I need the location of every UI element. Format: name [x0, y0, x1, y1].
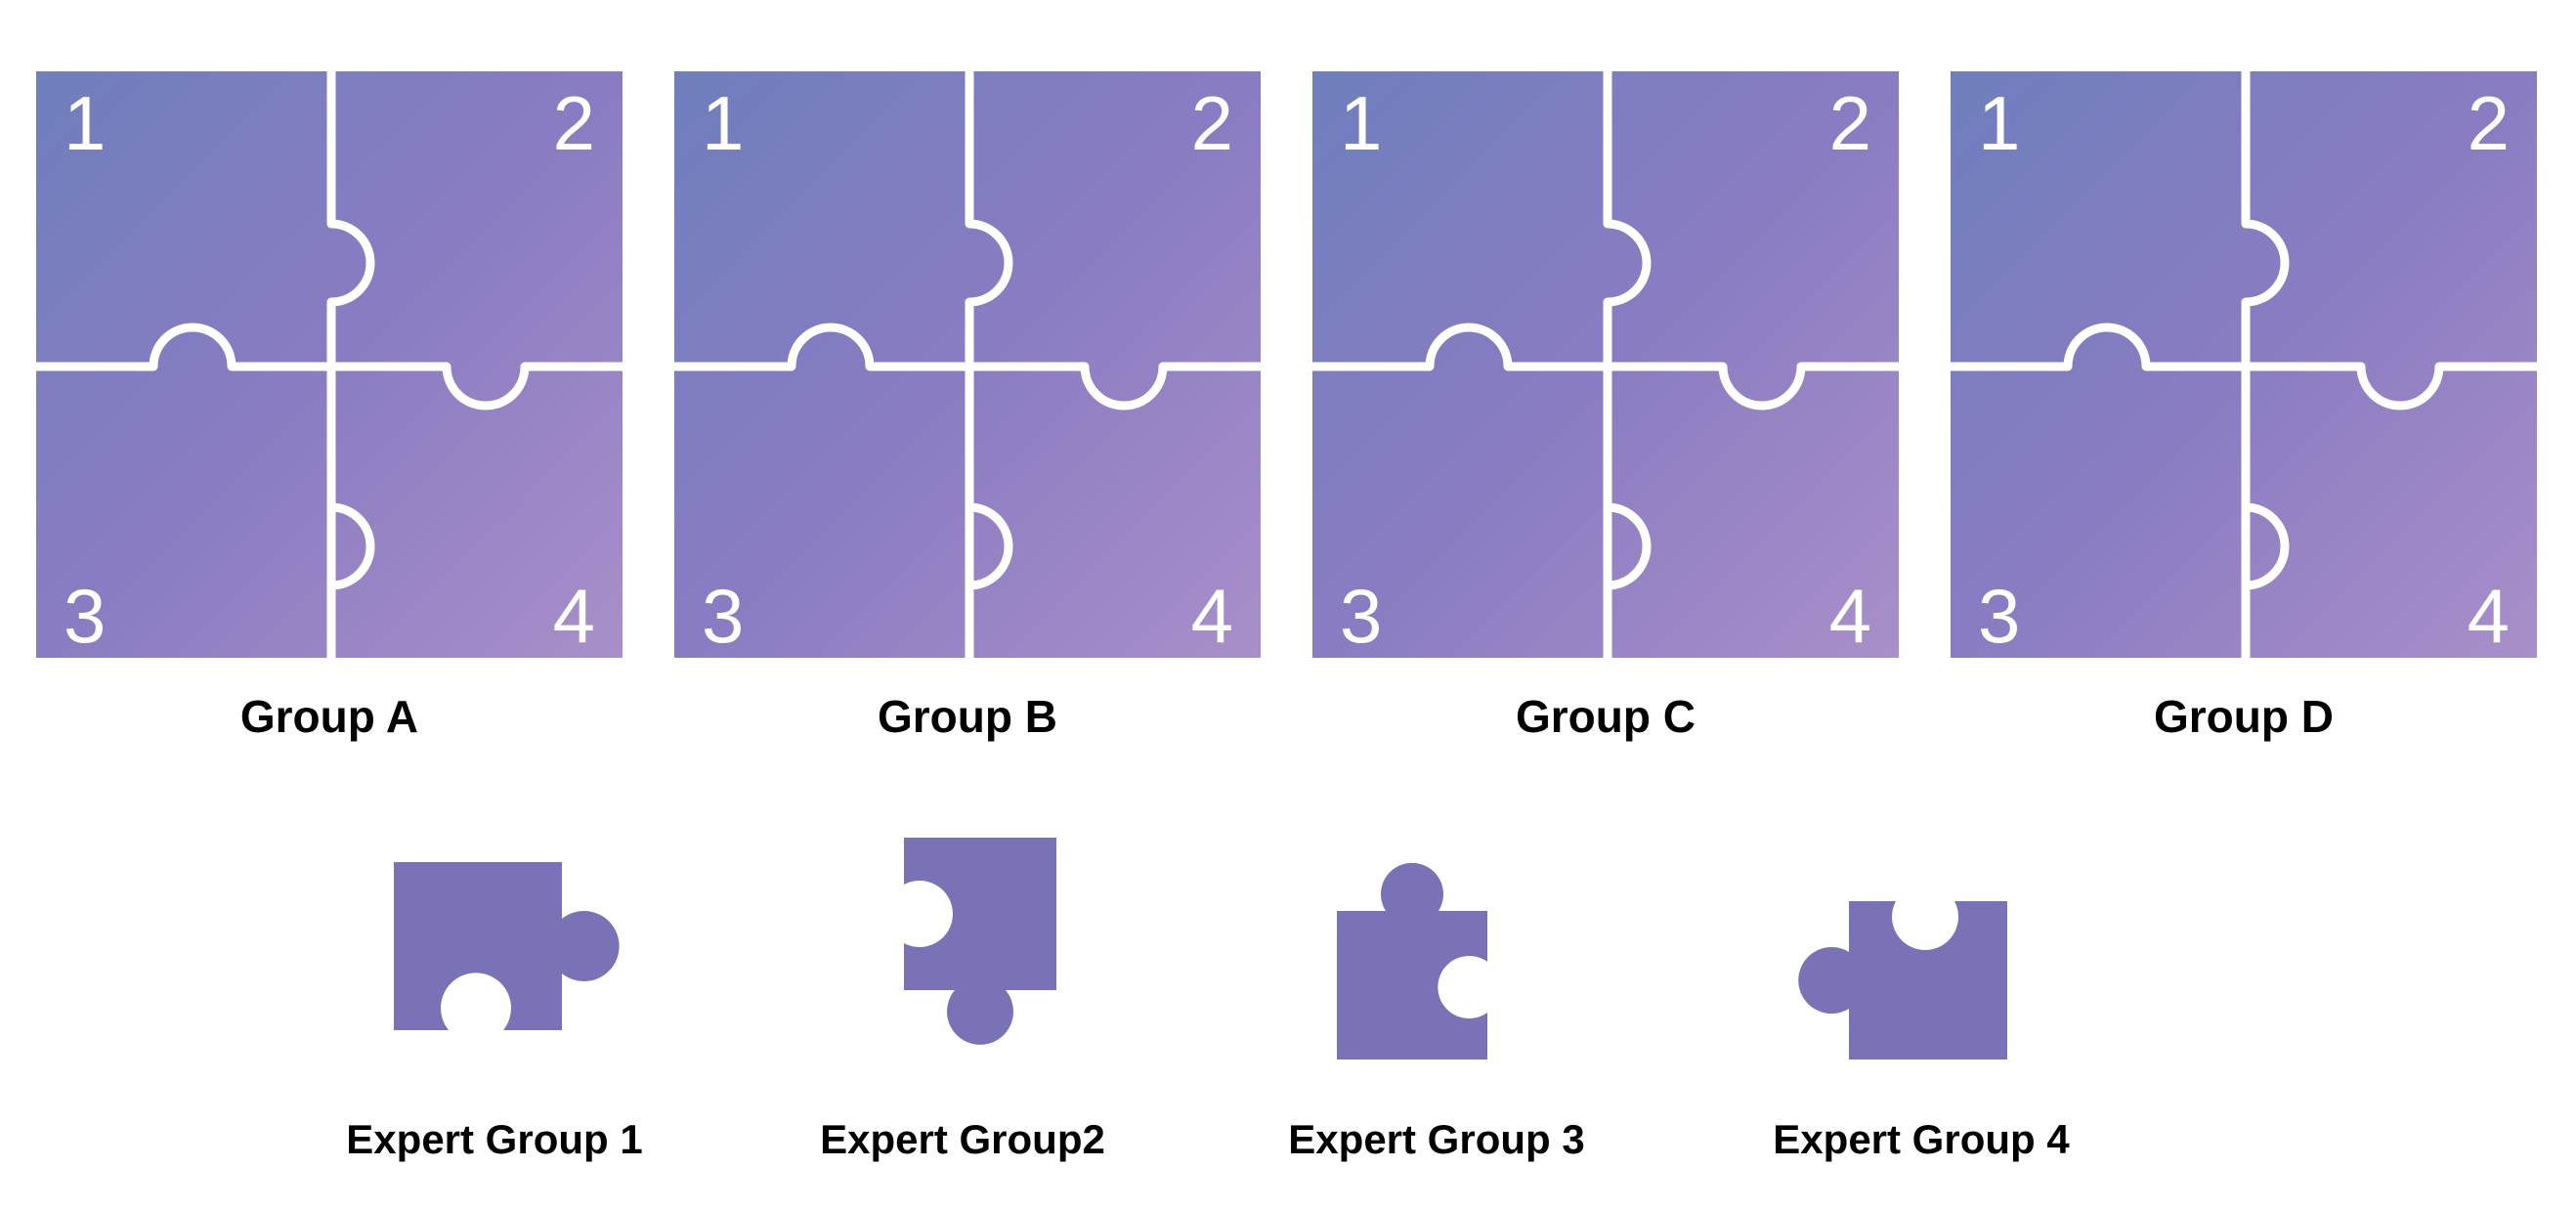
puzzle-piece-bottom-left	[1337, 862, 1487, 1060]
expert-group-1	[394, 862, 620, 1030]
expert-group-label: Expert Group2	[820, 1116, 1105, 1162]
expert-group-label: Expert Group 4	[1773, 1116, 2070, 1162]
expert-group-4	[1798, 901, 2007, 1060]
group-a: 1 2 3 4 Group A	[36, 71, 623, 742]
piece-number-2: 2	[2468, 80, 2510, 166]
group-c: 1 2 3 4 Group C	[1312, 71, 1899, 742]
puzzle-piece-bottom-right	[1798, 901, 2007, 1060]
piece-number-4: 4	[1191, 573, 1233, 659]
piece-number-3: 3	[1340, 573, 1382, 659]
group-label: Group C	[1516, 691, 1696, 742]
expert-group-label: Expert Group 1	[346, 1116, 642, 1162]
piece-number-3: 3	[1978, 573, 2020, 659]
puzzle-seams	[1312, 71, 1899, 658]
piece-number-4: 4	[1829, 573, 1871, 659]
piece-number-1: 1	[1340, 80, 1382, 166]
expert-group-2	[904, 838, 1056, 1045]
piece-number-2: 2	[553, 80, 595, 166]
puzzle-piece-top-right	[904, 838, 1056, 1045]
puzzle-seams	[1951, 71, 2537, 658]
piece-number-4: 4	[2468, 573, 2510, 659]
piece-number-3: 3	[702, 573, 744, 659]
group-d: 1 2 3 4 Group D	[1951, 71, 2537, 742]
piece-number-2: 2	[1191, 80, 1233, 166]
group-b: 1 2 3 4 Group B	[674, 71, 1261, 742]
group-label: Group D	[2154, 691, 2334, 742]
expert-group-label: Expert Group 3	[1288, 1116, 1584, 1162]
puzzle-piece-top-left	[394, 862, 620, 1030]
group-label: Group B	[878, 691, 1057, 742]
piece-number-4: 4	[553, 573, 595, 659]
piece-number-1: 1	[64, 80, 106, 166]
piece-number-3: 3	[64, 573, 106, 659]
expert-group-3	[1337, 862, 1487, 1060]
piece-number-1: 1	[1978, 80, 2020, 166]
piece-number-1: 1	[702, 80, 744, 166]
puzzle-seams	[674, 71, 1261, 658]
piece-number-2: 2	[1829, 80, 1871, 166]
group-label: Group A	[240, 691, 418, 742]
puzzle-seams	[36, 71, 623, 658]
